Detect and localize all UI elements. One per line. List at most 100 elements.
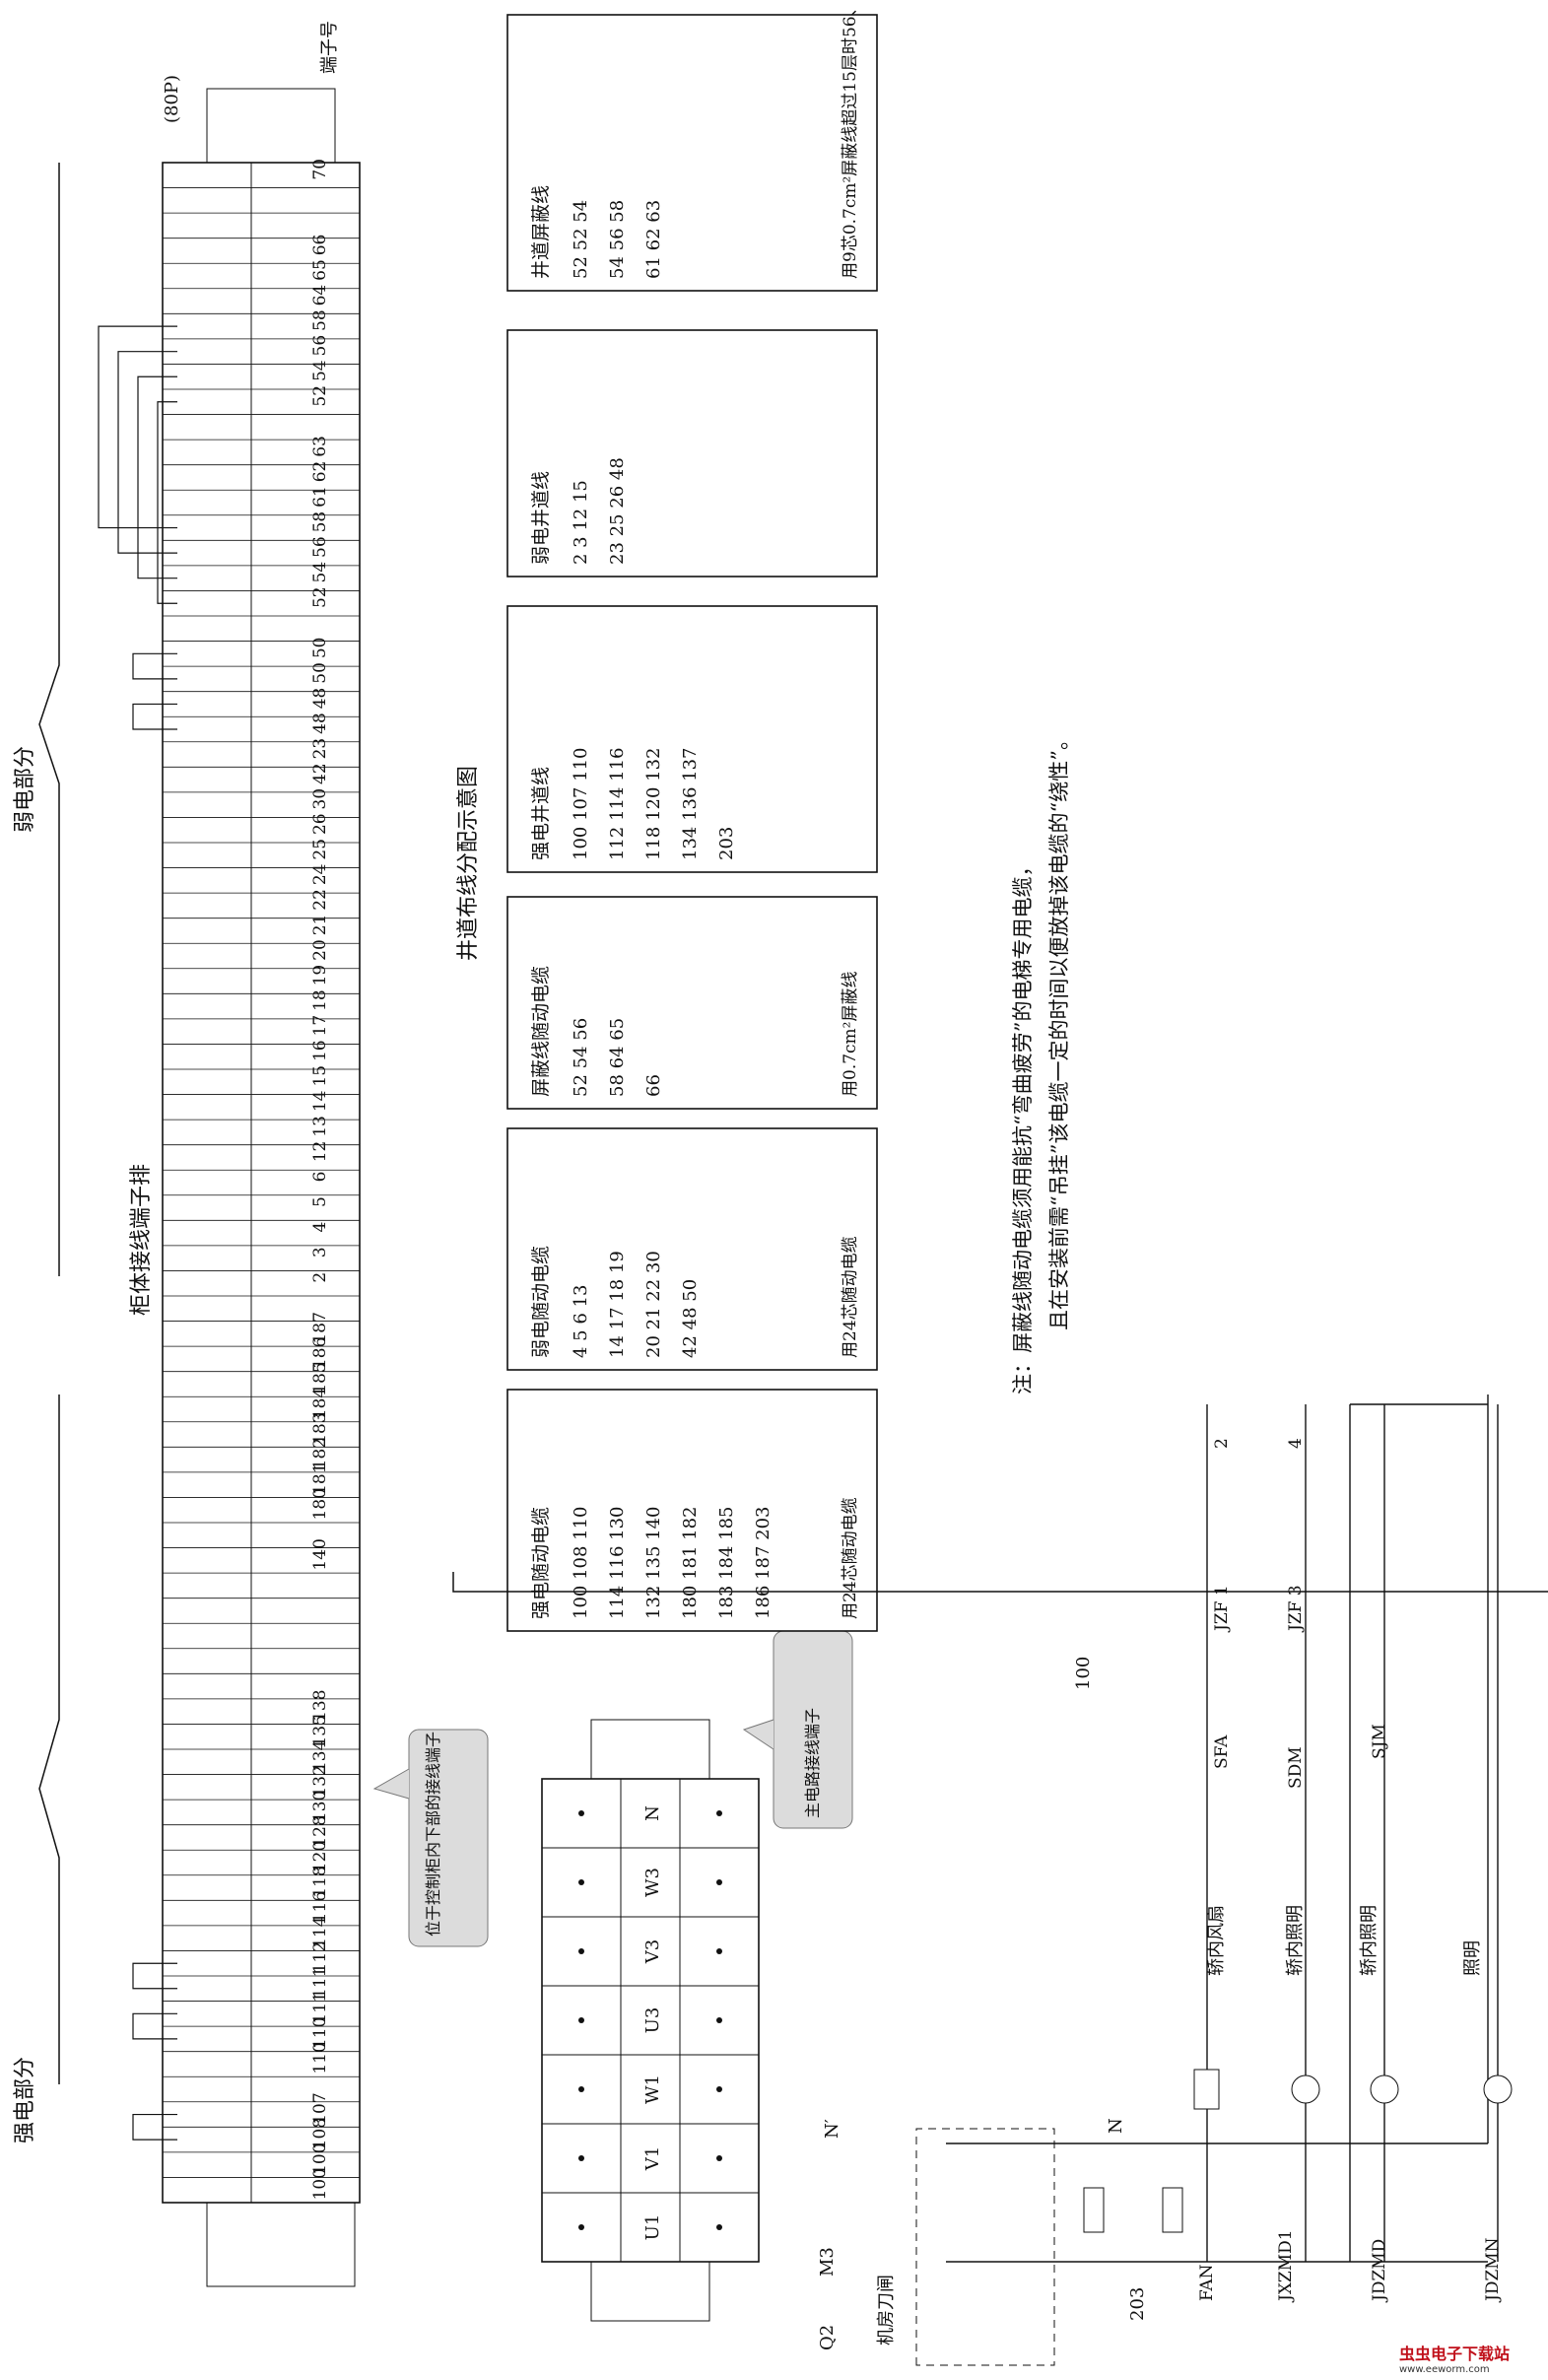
terminal-label: 61: [310, 486, 330, 508]
circuit-label: JZF 1: [1212, 1585, 1232, 1633]
terminal-label: 3: [310, 1247, 330, 1258]
circuit-label: 轿内照明: [1285, 1905, 1306, 1976]
cable-box-line: 20 21 22 30: [643, 1251, 664, 1358]
terminal-label: 181: [310, 1462, 330, 1494]
cable-box: [506, 329, 878, 578]
circuit-label: M3: [817, 2247, 838, 2277]
terminal-label: 50: [310, 638, 330, 659]
terminal-label: 54: [310, 562, 330, 583]
cable-box-line: 183 184 185: [716, 1506, 737, 1619]
terminal-block-label: 柜体接线端子排: [129, 1164, 154, 1316]
callout-lower-text: 位于控制柜内下部的接线端子: [424, 1732, 442, 1937]
callout-main-text: 主电路接线端子: [803, 1708, 822, 1818]
terminal-label: 111: [310, 1992, 330, 2023]
fuse-upper: [1162, 2187, 1183, 2233]
cable-box-line: 14 17 18 19: [607, 1251, 628, 1358]
circuit-label: JZF 3: [1286, 1585, 1306, 1633]
main-terminal-label: N: [642, 1805, 663, 1821]
cable-box-line: 52 52 54: [571, 200, 591, 279]
lamp-symbol: [1370, 2074, 1399, 2104]
p80-label: (80P): [162, 75, 182, 123]
terminal-label: 23: [310, 738, 330, 760]
circuit-label: 100: [1073, 1657, 1094, 1690]
cable-box-line: 114 116 130: [607, 1506, 628, 1619]
terminal-label: 62: [310, 461, 330, 483]
terminal-label: 100: [310, 2168, 330, 2200]
terminal-label: 182: [310, 1438, 330, 1469]
circuit-label: 轿内照明: [1359, 1905, 1380, 1976]
terminal-label: 66: [310, 235, 330, 256]
terminal-no-label: 端子号: [319, 21, 340, 74]
jumper: [157, 401, 177, 604]
terminal-label: 184: [310, 1388, 330, 1419]
cable-box-line: 54 56 58: [607, 200, 628, 279]
cable-box: [506, 1389, 878, 1632]
cable-box-line: 2 3 12 15: [571, 480, 591, 565]
main-block-end-left: [590, 2261, 710, 2322]
terminal-label: 183: [310, 1412, 330, 1444]
terminal-label: 100: [310, 2142, 330, 2174]
terminal-label: 20: [310, 939, 330, 961]
terminal-label: 187: [310, 1312, 330, 1343]
main-terminal-screw-top: [578, 1948, 584, 1954]
terminal-label: 185: [310, 1362, 330, 1394]
circuit-label: FAN: [1197, 2264, 1217, 2301]
terminal-label: 30: [310, 788, 330, 810]
strip-end-bottom: [206, 2202, 356, 2287]
main-terminal-label: V3: [642, 1939, 663, 1964]
terminal-label: 13: [310, 1116, 330, 1137]
circuit-label: 机房刀闸: [876, 2275, 897, 2346]
cable-box-line: 4 5 6 13: [571, 1285, 591, 1358]
main-terminal-screw-top: [578, 2017, 584, 2023]
cable-box-line: 58 64 65: [607, 1018, 628, 1097]
cable-box-footer: 用9芯0.7cm²屏蔽线超过15层时56、58号线各用两根线: [841, 0, 860, 279]
circuit-label: SJM: [1370, 1724, 1389, 1759]
terminal-label: 26: [310, 813, 330, 835]
cable-box-footer: 用24芯随动电缆: [841, 1497, 860, 1619]
terminal-label: 21: [310, 915, 330, 936]
terminal-label: 12: [310, 1141, 330, 1163]
main-terminal-screw-bottom: [716, 2224, 722, 2230]
terminal-label: 111: [310, 1967, 330, 1999]
layout-title: 井道布线分配示意图: [456, 766, 481, 961]
cable-box-line: 203: [716, 827, 737, 860]
terminal-label: 42: [310, 763, 330, 784]
cable-box-line: 180 181 182: [680, 1506, 701, 1619]
main-block-end-right: [590, 1719, 710, 1780]
terminal-label: 17: [310, 1015, 330, 1037]
terminal-label: 186: [310, 1337, 330, 1369]
cable-box-title: 屏蔽线随动电缆: [530, 966, 552, 1097]
switch-dashed-box: [915, 2128, 1055, 2366]
terminal-label: 118: [310, 1866, 330, 1897]
strip-frame: [162, 162, 361, 2204]
cable-box: [506, 1127, 878, 1371]
main-terminal-label: U3: [642, 2007, 663, 2034]
fan-symbol: [1193, 2069, 1220, 2110]
terminal-label: 180: [310, 1488, 330, 1520]
main-terminal-screw-top: [578, 2155, 584, 2161]
cable-box: [506, 605, 878, 873]
terminal-label: 14: [310, 1091, 330, 1113]
terminal-label: 48: [310, 713, 330, 734]
terminal-label: 6: [310, 1172, 330, 1183]
cable-box-title: 井道屏蔽线: [530, 185, 552, 279]
cable-box-line: 134 136 137: [680, 747, 701, 860]
terminal-label: 24: [310, 864, 330, 886]
terminal-label: 120: [310, 1841, 330, 1872]
main-terminal-screw-bottom: [716, 2086, 722, 2092]
terminal-label: 107: [310, 2092, 330, 2124]
strip-end-top: [206, 88, 336, 164]
terminal-label: 140: [310, 1538, 330, 1570]
terminal-strip: 7066656458565452636261585654525050484823…: [162, 88, 361, 2287]
terminal-label: 54: [310, 360, 330, 381]
note-line-1: 注：屏蔽线随动电缆须用能抗“弯曲疲劳”的电梯专用电缆，: [1011, 856, 1035, 1394]
layout-bracket: [452, 34, 1548, 1593]
circuit-label: JDZMN: [1483, 2237, 1503, 2303]
terminal-label: 134: [310, 1740, 330, 1772]
terminal-label: 58: [310, 309, 330, 331]
terminal-label: 48: [310, 688, 330, 710]
watermark-brand: 虫虫电子下载站: [1399, 2345, 1511, 2363]
